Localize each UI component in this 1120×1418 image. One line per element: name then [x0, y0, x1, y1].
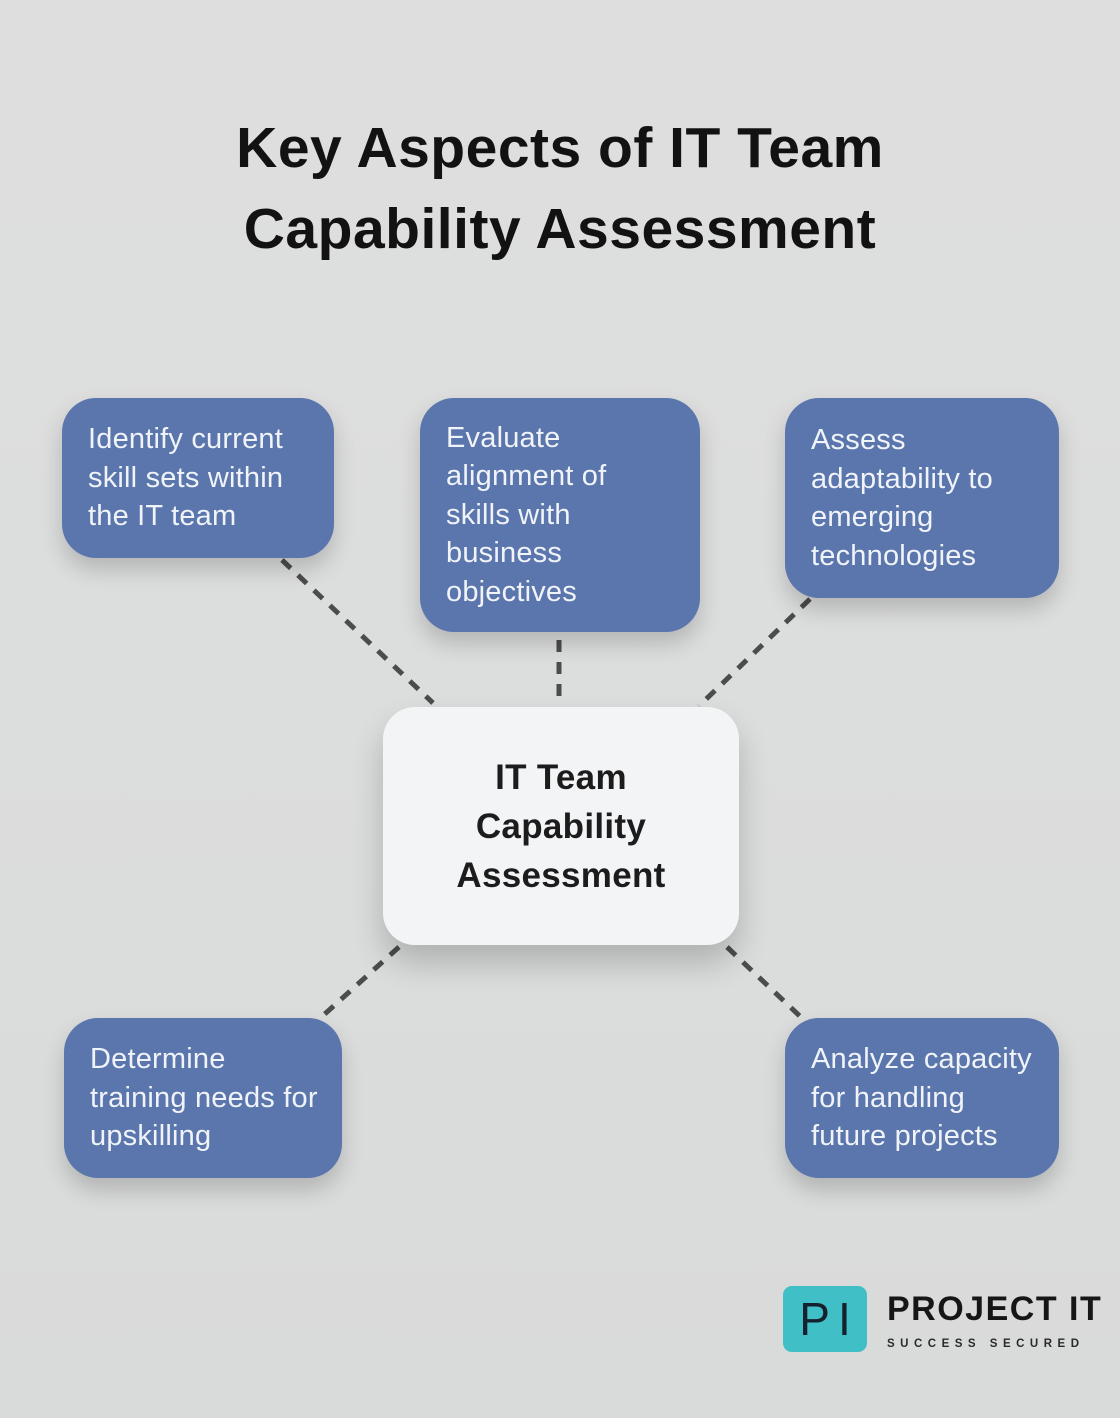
node-label-line: skills with — [446, 498, 571, 531]
center-node-line: Assessment — [456, 855, 666, 895]
node-analyze-capacity: Analyze capacity for handling future pro… — [785, 1018, 1059, 1178]
node-identify-current-skills: Identify current skill sets within the I… — [62, 398, 334, 558]
page-title-line-2: Capability Assessment — [243, 197, 877, 261]
node-label-line: adaptability to — [811, 462, 993, 495]
logo-tagline: SUCCESS SECURED — [887, 1338, 1085, 1350]
node-label-line: Analyze capacity — [811, 1043, 1032, 1076]
node-label-line: training needs for — [90, 1081, 318, 1114]
node-label-line: emerging — [811, 501, 934, 533]
connector-top-right — [697, 597, 812, 708]
node-label-line: alignment of — [446, 460, 607, 493]
connector-bottom-left — [315, 945, 401, 1023]
node-label-line: the IT team — [88, 500, 237, 533]
logo-monogram-icon: PI — [783, 1286, 867, 1352]
node-label-line: Determine — [90, 1043, 226, 1076]
node-label-line: Assess — [811, 424, 906, 456]
node-label-line: skill sets within — [88, 461, 284, 494]
node-determine-training-needs: Determine training needs for upskilling — [64, 1018, 342, 1178]
page-title: Key Aspects of IT Team Capability Assess… — [0, 108, 1120, 270]
node-label-line: upskilling — [90, 1120, 212, 1153]
node-label-line: Evaluate — [446, 421, 561, 454]
connector-bottom-right — [725, 945, 807, 1023]
node-label-line: objectives — [446, 575, 577, 608]
node-it-team-capability-assessment: IT Team Capability Assessment — [383, 707, 739, 945]
logo-name: PROJECT IT — [887, 1290, 1103, 1328]
project-it-logo: PI PROJECT IT SUCCESS SECURED — [783, 1286, 1102, 1352]
logo-text: PROJECT IT SUCCESS SECURED — [887, 1286, 1102, 1350]
node-assess-adaptability: Assess adaptability to emerging technolo… — [785, 398, 1059, 598]
node-evaluate-alignment: Evaluate alignment of skills with busine… — [420, 398, 700, 632]
center-node-line: Capability — [475, 806, 647, 846]
node-label-line: for handling — [811, 1081, 965, 1114]
connector-top-left — [280, 558, 435, 705]
node-label-line: future projects — [811, 1120, 998, 1153]
node-label-line: technologies — [811, 539, 977, 572]
node-label-line: business — [446, 537, 563, 570]
page-title-line-1: Key Aspects of IT Team — [236, 116, 884, 180]
node-label-line: Identify current — [88, 423, 284, 456]
center-node-line: IT Team — [495, 757, 627, 797]
